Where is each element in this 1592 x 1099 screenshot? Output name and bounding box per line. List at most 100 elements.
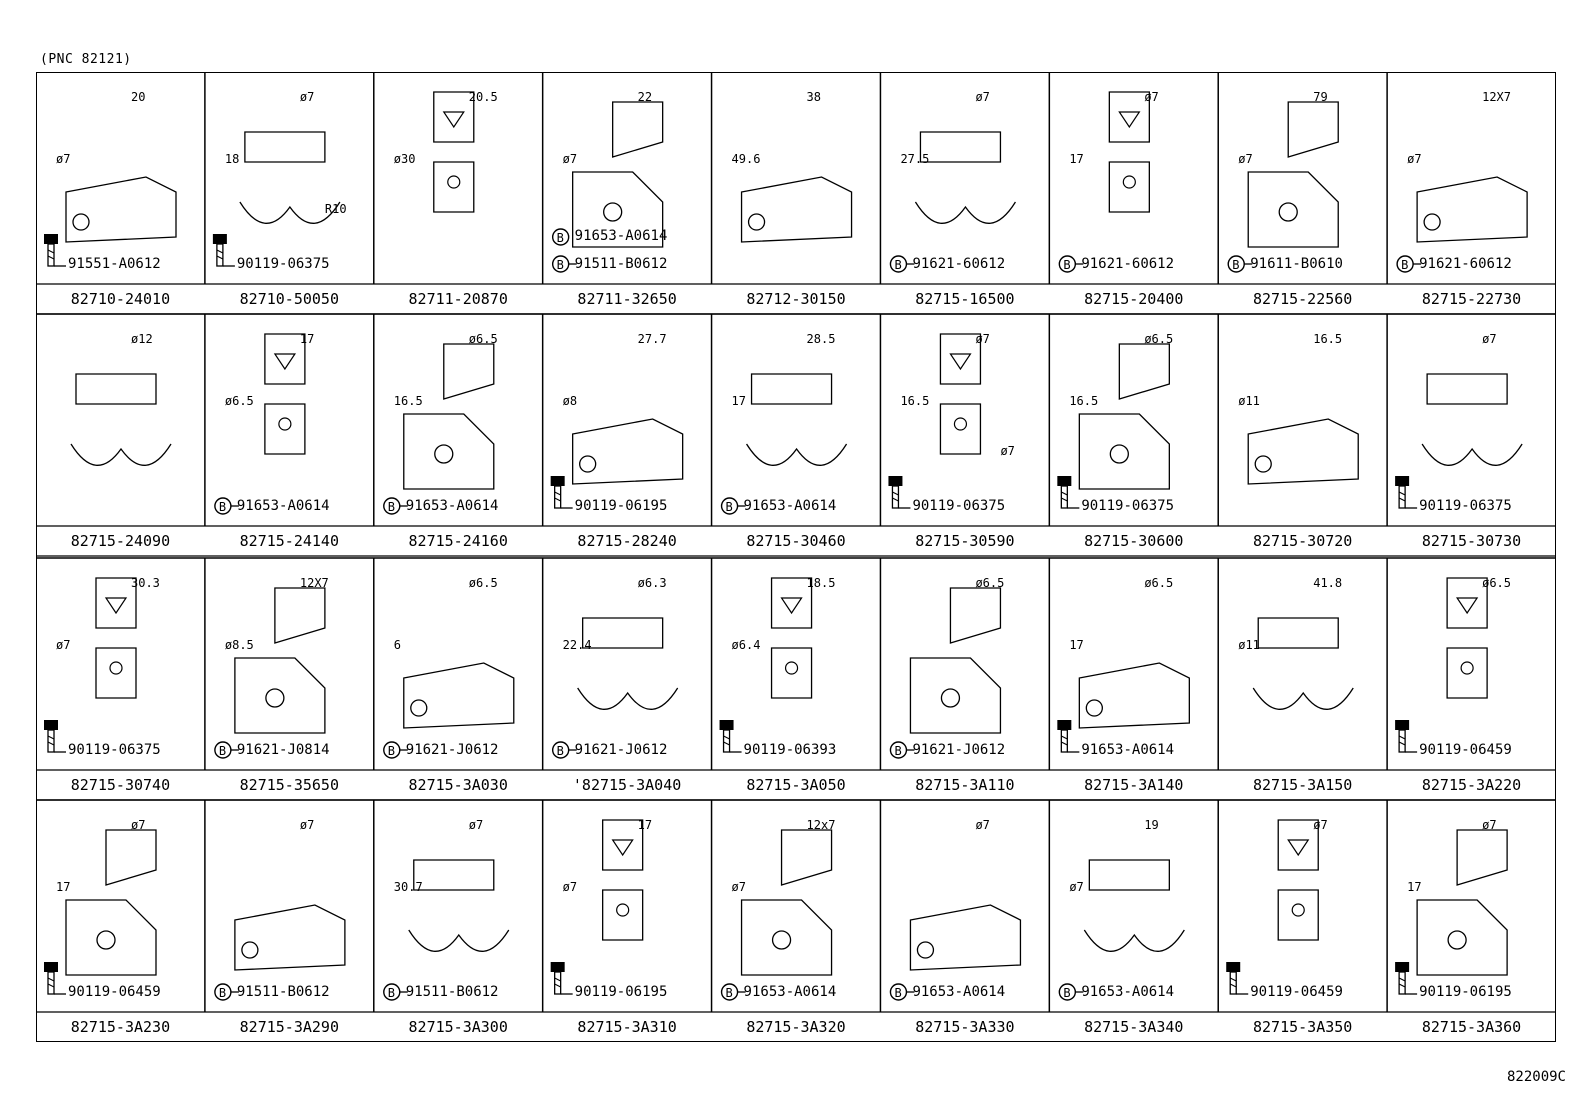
fastener-number: 91611-B0610 [1250, 256, 1343, 272]
bracket-drawing [234, 904, 346, 971]
bracket-drawing [770, 577, 813, 699]
fastener-number: 91511-B0612 [236, 984, 330, 1000]
dimension-label: ø7 [562, 880, 578, 894]
dimension-label: ø7 [1482, 818, 1497, 832]
dimension-label: ø6.5 [468, 576, 498, 590]
bracket-drawing [1416, 176, 1528, 243]
bracket-drawing [1421, 373, 1523, 466]
circled-b-icon: B [720, 983, 746, 1001]
part-number: 82715-3A140 [1084, 776, 1184, 794]
bolt-icon [1395, 962, 1418, 995]
dimension-label: ø7 [975, 90, 990, 104]
dimension-label: 38 [806, 90, 821, 104]
part-number: 82711-32650 [577, 290, 677, 308]
circled-b-icon: B [551, 255, 577, 273]
fastener-number: 91653-A0614 [743, 984, 837, 1000]
bracket-drawing [403, 662, 515, 729]
diagram-code: 822009C [1506, 1069, 1566, 1085]
fastener-number: 91621-60612 [1419, 256, 1512, 272]
dimension-label: 6 [393, 638, 401, 652]
fastener-number: 91621-J0612 [574, 742, 668, 758]
bracket-drawing [740, 829, 833, 976]
dimension-label: ø6.5 [468, 332, 498, 346]
dimension-label: 41.8 [1313, 576, 1343, 590]
part-number: 82715-3A350 [1252, 1018, 1353, 1036]
dimension-label: ø6.5 [975, 576, 1005, 590]
part-number: 82715-22560 [1252, 290, 1353, 308]
bolt-icon [44, 720, 66, 753]
dimension-label: 20.5 [468, 90, 498, 104]
part-number: 82715-3A030 [408, 776, 508, 794]
dimension-label: ø7 [1000, 444, 1015, 458]
fastener-number: 91621-J0612 [405, 742, 499, 758]
dimension-label: 20 [131, 90, 146, 104]
svg-text:B: B [894, 986, 901, 1000]
dimension-label: 27.5 [900, 152, 930, 166]
dimension-label: ø7 [731, 880, 746, 894]
bracket-drawing [408, 859, 510, 952]
dimension-label: 17 [1407, 880, 1422, 894]
bolt-icon [44, 962, 66, 995]
bolt-icon [212, 234, 235, 267]
part-number: 82715-3A230 [70, 1018, 171, 1036]
dimension-label: 17 [637, 818, 653, 832]
bolt-icon [888, 476, 911, 509]
bracket-drawing [95, 577, 137, 699]
bracket-drawing [1247, 101, 1339, 248]
bracket-drawing [234, 587, 326, 734]
svg-text:B: B [219, 744, 226, 758]
svg-text:B: B [1063, 258, 1070, 272]
dimension-label: ø7 [1069, 880, 1084, 894]
svg-text:B: B [388, 744, 395, 758]
bracket-drawing [70, 373, 172, 466]
fastener-number: 91621-J0814 [236, 742, 330, 758]
svg-text:B: B [388, 986, 395, 1000]
bracket-drawing [909, 587, 1002, 734]
svg-text:B: B [557, 231, 564, 245]
dimension-label: ø7 [299, 90, 315, 104]
dimension-label: 12x7 [806, 818, 836, 832]
dimension-label: ø6.5 [224, 394, 254, 408]
svg-text:B: B [894, 258, 901, 272]
part-number: 82710-24010 [70, 290, 171, 308]
fastener-number: 91511-B0612 [574, 256, 668, 272]
svg-text:B: B [726, 986, 733, 1000]
bracket-drawing [1083, 859, 1185, 952]
part-number: 82715-3A110 [915, 776, 1015, 794]
part-number: 82715-28240 [577, 532, 677, 550]
fastener-number: 91653-A0614 [1081, 984, 1175, 1000]
dimension-label: 18.5 [806, 576, 836, 590]
circled-b-icon: B [889, 255, 915, 273]
bracket-drawing [433, 91, 475, 213]
bracket-drawing [572, 101, 664, 248]
circled-b-icon: B [383, 497, 408, 515]
part-number: 82710-50050 [239, 290, 339, 308]
dimension-label: 49.6 [731, 152, 761, 166]
dimension-label: ø11 [1238, 638, 1260, 652]
part-number: 82715-3A050 [746, 776, 846, 794]
dimension-label: ø6.5 [1144, 576, 1174, 590]
fastener-number: 90119-06375 [236, 256, 330, 272]
part-number: 82715-16500 [915, 290, 1015, 308]
fastener-number: 91621-60612 [1081, 256, 1175, 272]
svg-text:B: B [1063, 986, 1070, 1000]
fastener-number: 90119-06195 [1419, 984, 1512, 1000]
dimension-label: ø6.3 [637, 576, 667, 590]
fastener-number: 91551-A0612 [68, 256, 161, 272]
dimension-label: 17 [56, 880, 71, 894]
bracket-drawing [939, 333, 982, 455]
dimension-label: 16.5 [1313, 332, 1343, 346]
fastener-number: 90119-06375 [68, 742, 161, 758]
bracket-drawing [740, 176, 853, 243]
dimension-label: ø7 [1144, 90, 1159, 104]
bracket-drawing [1252, 617, 1354, 710]
fastener-number: 90119-06375 [912, 498, 1006, 514]
dimension-label: ø7 [975, 332, 990, 346]
bracket-drawing [1108, 91, 1150, 213]
dimension-label: ø8.5 [224, 638, 254, 652]
svg-text:B: B [557, 744, 564, 758]
dimension-label: ø6.5 [1482, 576, 1512, 590]
dimension-label: ø8 [562, 394, 578, 408]
fastener-number: 90119-06459 [1250, 984, 1343, 1000]
